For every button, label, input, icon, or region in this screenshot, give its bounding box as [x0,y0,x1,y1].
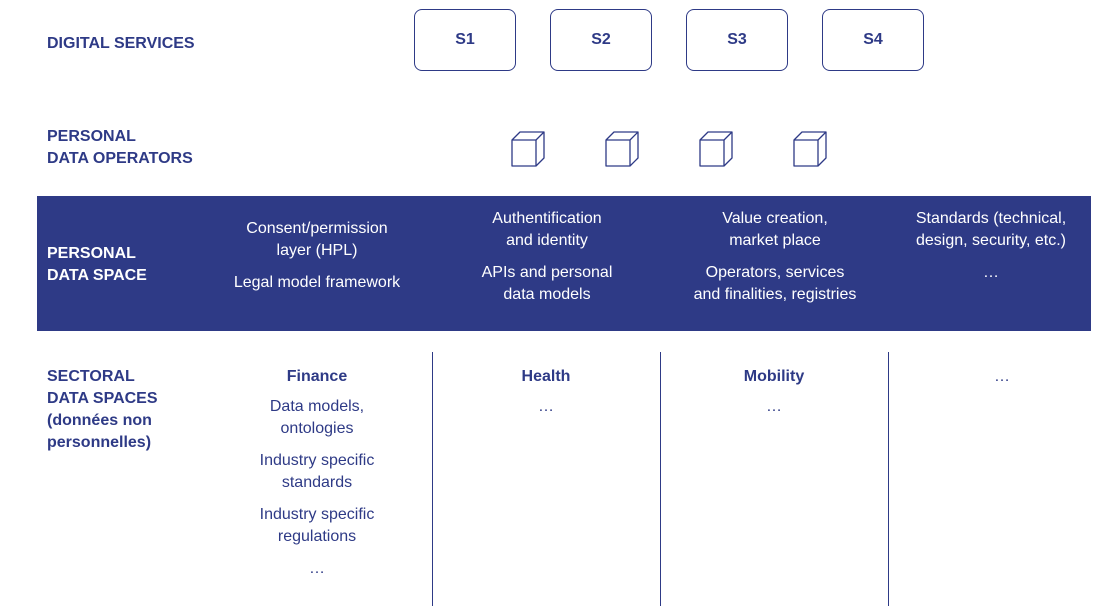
sector-column-mobility: Mobility … [664,366,884,428]
sector-item-line: standards [281,474,353,491]
row-label-line: DATA OPERATORS [47,150,193,167]
sector-item-line: … [309,560,325,577]
column-divider [888,352,889,606]
sector-title: Health [521,368,571,385]
personal-data-space-band: PERSONAL DATA SPACE Consent/permission l… [37,196,1091,331]
sector-item: … [538,398,554,415]
service-box-s3: S3 [686,9,788,71]
band-cell: Legal model framework [233,274,401,291]
band-column-identity: Authentification and identity APIs and p… [437,208,657,306]
band-cell: layer (HPL) [276,242,358,259]
row-label-personal-data-operators: PERSONAL DATA OPERATORS [47,126,193,170]
row-label-line: PERSONAL [47,128,136,145]
sector-title: Finance [286,368,348,385]
column-divider [432,352,433,606]
sector-item: … [766,398,782,415]
row-label-sectoral-data-spaces: SECTORAL DATA SPACES (données non person… [47,366,158,454]
service-box-s2: S2 [550,9,652,71]
service-label: S1 [455,31,475,48]
sector-column-finance: Finance Data models, ontologies Industry… [207,366,427,590]
sector-column-health: Health … [436,366,656,428]
band-cell: data models [503,286,591,303]
service-box-s4: S4 [822,9,924,71]
band-cell: market place [729,232,821,249]
sector-item-line: ontologies [280,420,354,437]
band-cell: Authentification [492,210,602,227]
cube-icon [510,128,546,168]
cube-icon [792,128,828,168]
band-cell: Standards (technical, [915,210,1067,227]
sector-item: … [207,558,427,580]
band-column-consent: Consent/permission layer (HPL) Legal mod… [207,218,427,294]
band-cell: Operators, services [705,264,845,281]
service-label: S2 [591,31,611,48]
column-divider [660,352,661,606]
row-label-line: DATA SPACES [47,390,158,407]
sector-item: Industry specific regulations [207,504,427,548]
cube-icon [698,128,734,168]
sector-item: Data models, ontologies [207,396,427,440]
band-column-standards: Standards (technical, design, security, … [893,208,1089,284]
band-cell: APIs and personal [481,264,613,281]
row-label-digital-services: DIGITAL SERVICES [47,33,195,55]
band-cell: … [983,264,999,281]
sector-item-line: Industry specific [259,506,375,523]
service-label: S4 [863,31,883,48]
band-cell: Consent/permission [246,220,388,237]
sector-item-line: Data models, [269,398,365,415]
sector-item-line: Industry specific [259,452,375,469]
sector-item-line: regulations [277,528,357,545]
service-label: S3 [727,31,747,48]
sector-title: Mobility [743,368,805,385]
sector-title: … [994,368,1010,385]
row-label-line: PERSONAL [47,245,136,262]
row-label-line: SECTORAL [47,368,135,385]
cube-icon [604,128,640,168]
row-label-line: (données non [47,412,152,429]
sector-item: Industry specific standards [207,450,427,494]
row-label-line: personnelles) [47,434,152,451]
band-column-value-creation: Value creation, market place Operators, … [665,208,885,306]
row-label-line: DIGITAL SERVICES [47,35,195,52]
service-box-s1: S1 [414,9,516,71]
band-cell: design, security, etc.) [916,232,1066,249]
sector-column-other: … [892,366,1112,396]
row-label-line: DATA SPACE [47,267,147,284]
band-cell: and finalities, registries [693,286,857,303]
band-cell: and identity [506,232,588,249]
band-cell: Value creation, [722,210,828,227]
row-label-personal-data-space: PERSONAL DATA SPACE [47,243,147,287]
